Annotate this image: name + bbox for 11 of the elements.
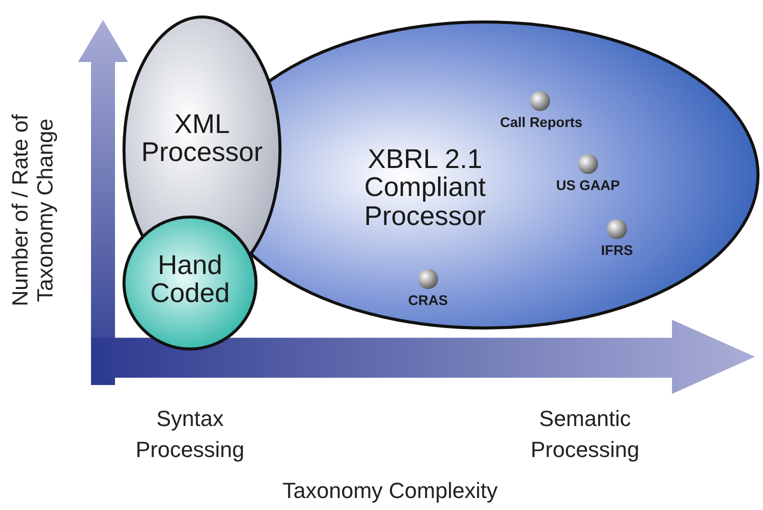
marker-label: CRAS (407, 292, 449, 308)
ellipse-label: XBRL 2.1 Compliant Processor (363, 145, 487, 230)
axis-label: Syntax Processing (134, 405, 246, 464)
marker-label: US GAAP (555, 177, 621, 193)
marker-label: IFRS (600, 242, 634, 258)
ellipse-label: XML Processor (140, 110, 264, 167)
axis-label: Number of / Rate of Taxonomy Change (8, 113, 58, 308)
axis-label: Taxonomy Complexity (281, 478, 499, 504)
marker-label: Call Reports (500, 114, 580, 130)
ellipse-label: Hand Coded (149, 251, 231, 308)
axis-label: Semantic Processing (530, 405, 640, 464)
